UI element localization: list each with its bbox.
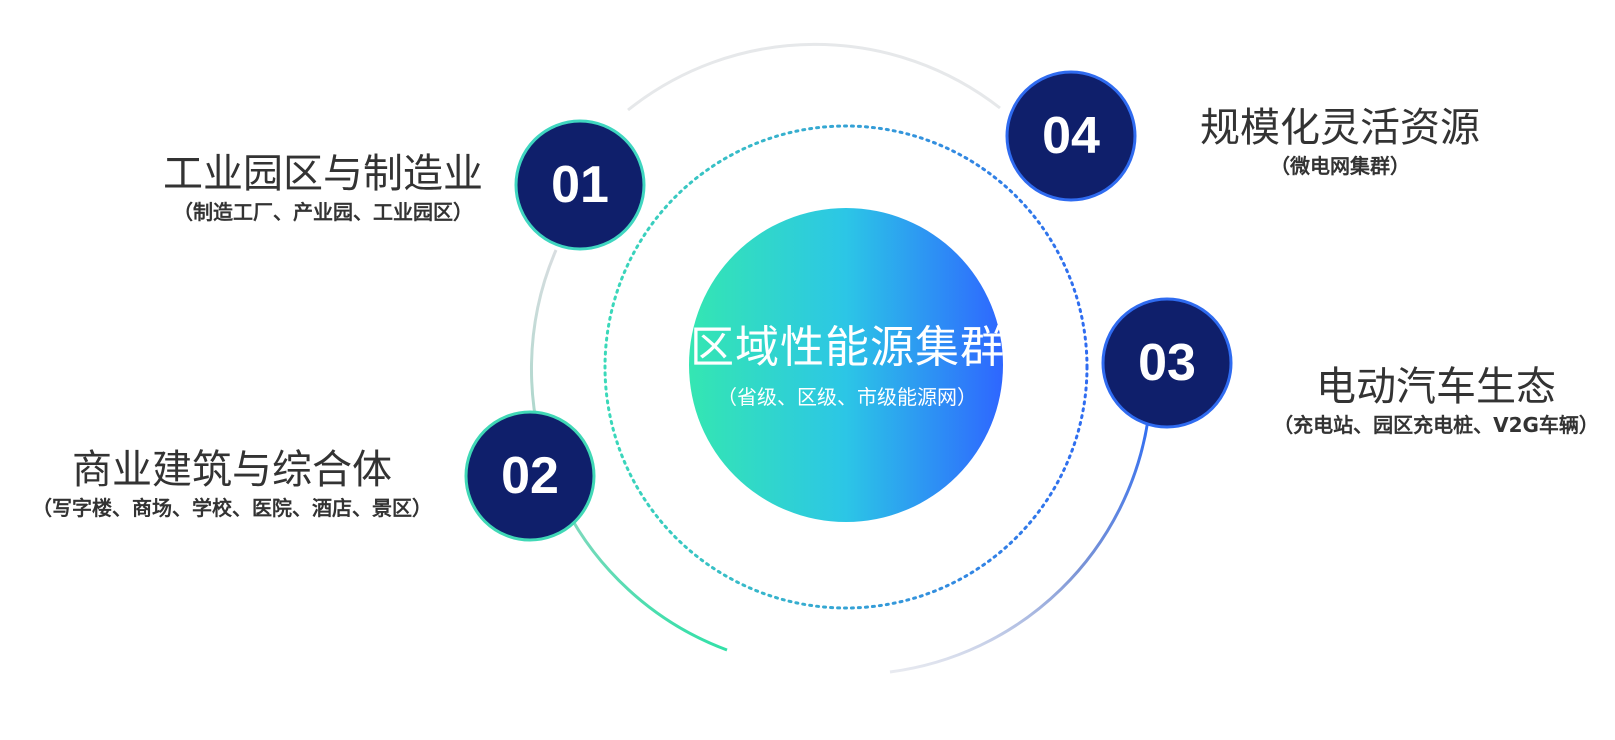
node-subtitle-01: （制造工厂、产业园、工业园区） — [173, 200, 473, 224]
dotted-ring — [603, 124, 1089, 610]
node-title-04: 规模化灵活资源 — [1200, 105, 1480, 151]
node-label-01: 工业园区与制造业 （制造工厂、产业园、工业园区） — [143, 150, 503, 226]
badge-number-01: 01 — [551, 156, 609, 214]
outer-ring-top-arc — [627, 42, 1001, 112]
node-subtitle-04: （微电网集群） — [1270, 154, 1410, 178]
node-title-02: 商业建筑与综合体 — [72, 447, 392, 493]
outer-ring-right-arc — [889, 419, 1150, 674]
badge-number-03: 03 — [1138, 334, 1196, 392]
node-title-03: 电动汽车生态 — [1316, 364, 1556, 410]
center-circle — [689, 208, 1003, 522]
node-subtitle-03: （充电站、园区充电桩、V2G车辆） — [1273, 413, 1599, 437]
center-title: 区域性能源集群 — [690, 322, 1004, 373]
node-subtitle-02: （写字楼、商场、学校、医院、酒店、景区） — [32, 496, 432, 520]
badge-number-02: 02 — [501, 447, 559, 505]
node-label-02: 商业建筑与综合体 （写字楼、商场、学校、医院、酒店、景区） — [0, 446, 464, 522]
node-label-03: 电动汽车生态 （充电站、园区充电桩、V2G车辆） — [1257, 363, 1615, 439]
badge-03 — [1101, 297, 1233, 429]
node-label-04: 规模化灵活资源 （微电网集群） — [1180, 104, 1500, 180]
node-title-01: 工业园区与制造业 — [163, 151, 483, 197]
center-subtitle: （省级、区级、市级能源网） — [717, 385, 977, 409]
badge-number-04: 04 — [1042, 107, 1100, 165]
badge-04 — [1005, 70, 1137, 202]
badge-02 — [464, 410, 596, 542]
badge-01 — [514, 119, 646, 251]
